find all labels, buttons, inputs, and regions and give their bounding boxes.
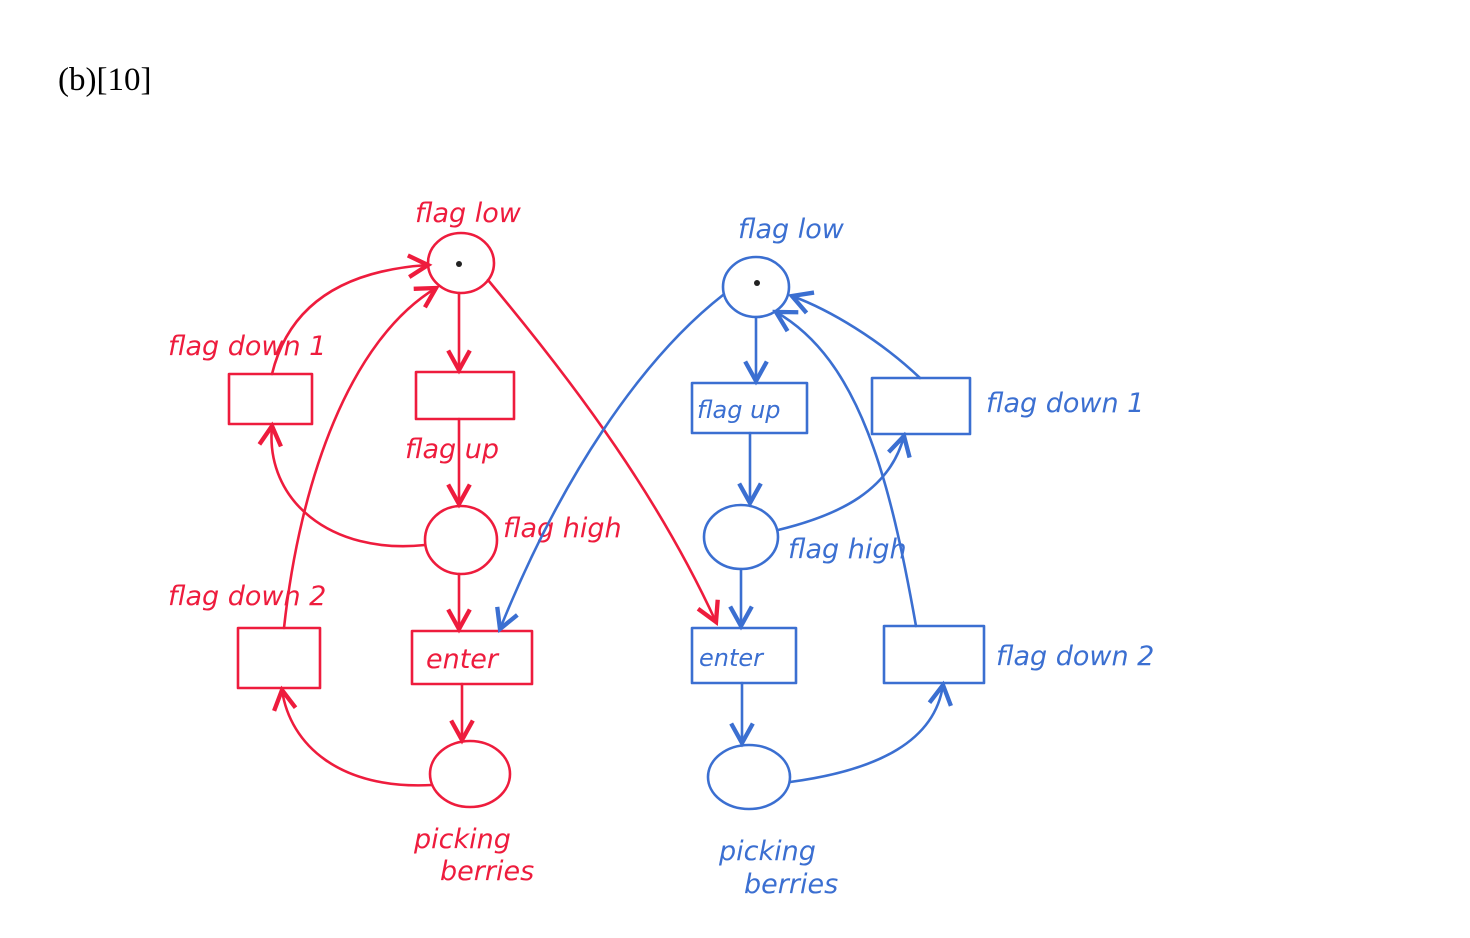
left-label-enter: enter xyxy=(426,644,500,675)
right-arc-flag-low-to-left-enter xyxy=(500,293,725,629)
right-arc-flag-down-1-to-flag-low xyxy=(792,296,922,380)
left-label-flag-high: flag high xyxy=(503,513,622,544)
left-label-flag-low: flag low xyxy=(415,198,522,229)
right-label-flag-up: flag up xyxy=(697,396,781,424)
right-label-flag-down-2: flag down 2 xyxy=(996,641,1154,672)
left-label-flag-up: flag up xyxy=(405,434,499,465)
left-arc-flag-down-2-to-flag-low xyxy=(282,288,436,630)
right-label-berries: berries xyxy=(744,869,838,900)
right-label-flag-down-1: flag down 1 xyxy=(986,388,1144,419)
right-place-flag-low xyxy=(721,255,791,319)
left-label-berries: berries xyxy=(440,856,534,887)
left-transition-flag-down-2 xyxy=(236,626,322,690)
right-transition-flag-down-1 xyxy=(870,376,972,436)
right-place-picking-berries xyxy=(706,743,792,811)
left-arc-picking-to-flag-down-2 xyxy=(282,690,434,787)
right-arc-flag-down-2-to-flag-low xyxy=(776,312,918,628)
right-arc-picking-to-flag-down-2 xyxy=(788,685,943,784)
right-arc-flag-high-to-flag-down-1 xyxy=(776,436,904,532)
right-net: flag low flag up flag down 1 flag high e… xyxy=(500,214,1154,900)
left-arc-flag-high-to-flag-down-1 xyxy=(271,426,427,548)
right-label-picking: picking xyxy=(718,836,816,867)
left-place-flag-high xyxy=(423,504,499,576)
right-label-flag-low: flag low xyxy=(738,214,845,245)
right-label-enter: enter xyxy=(699,644,765,672)
right-token xyxy=(754,280,760,286)
page-title: (b)[10] xyxy=(58,62,152,98)
left-transition-flag-down-1 xyxy=(227,372,314,426)
left-label-flag-down-1: flag down 1 xyxy=(168,331,326,362)
left-token xyxy=(456,261,462,267)
left-arc-flag-down-1-to-flag-low xyxy=(270,265,428,376)
left-arc-flag-low-to-right-enter xyxy=(486,278,716,622)
left-label-flag-down-2: flag down 2 xyxy=(168,581,326,612)
right-label-flag-high: flag high xyxy=(788,534,907,565)
right-place-flag-high xyxy=(702,503,780,571)
left-place-picking-berries xyxy=(428,739,512,809)
left-net: flag low flag down 1 flag up flag high f… xyxy=(168,198,716,887)
left-label-picking: picking xyxy=(413,824,511,855)
right-transition-flag-down-2 xyxy=(882,624,986,685)
left-transition-flag-up xyxy=(414,370,516,421)
left-transition-enter xyxy=(410,629,534,686)
